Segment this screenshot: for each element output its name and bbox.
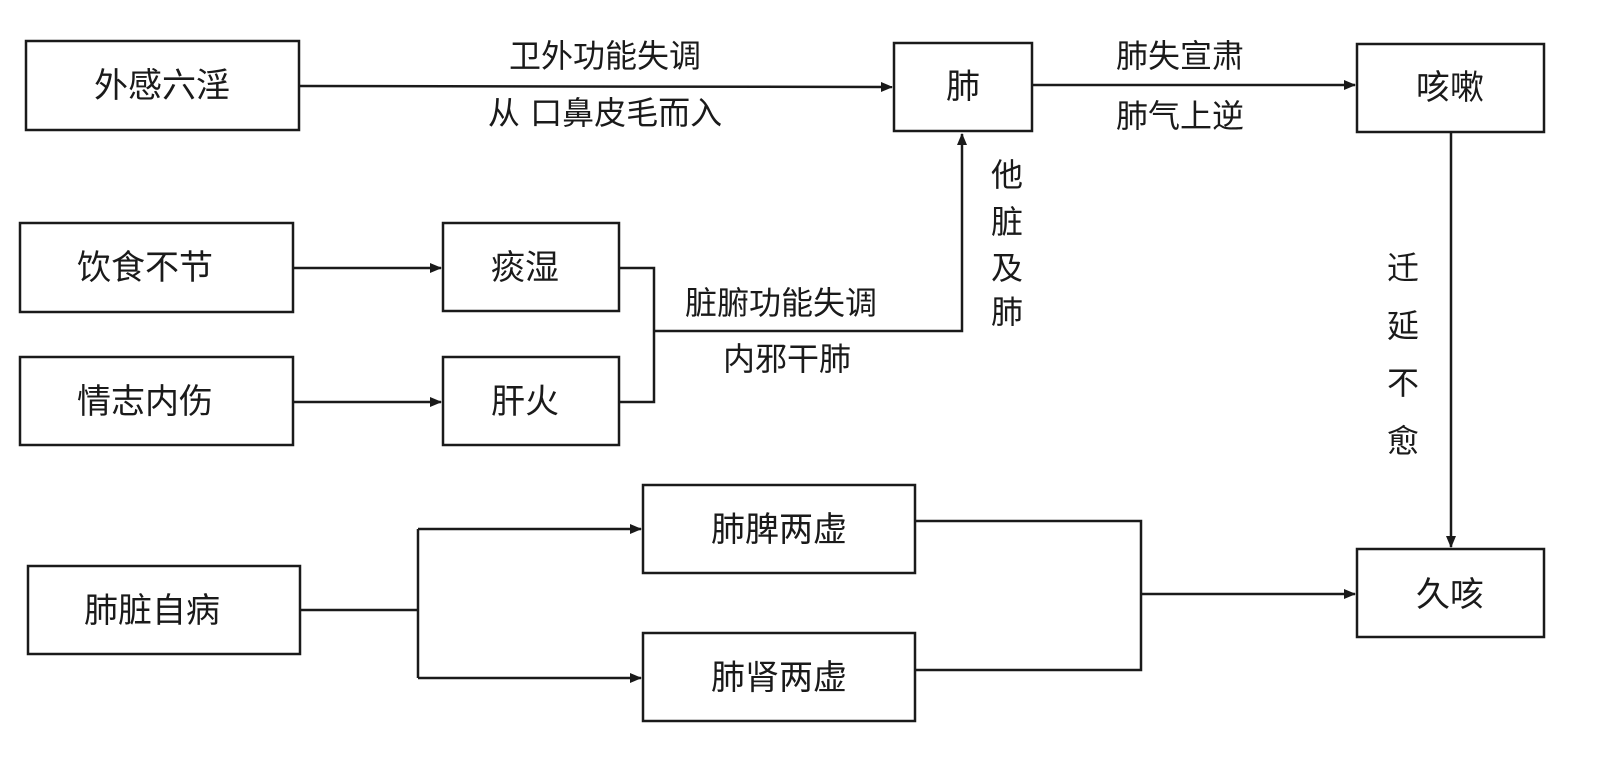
edge-feipi-feishen-merge <box>916 519 1143 672</box>
node-feipi-label: 肺脾两虚 <box>711 510 847 550</box>
node-waigan: 外感六淫 <box>24 39 301 132</box>
label-qianyan-char: 不 <box>1387 364 1419 402</box>
label-feishi: 肺失宣肃 <box>1116 37 1244 75</box>
label-tazang-char: 脏 <box>991 203 1023 241</box>
label-neixie: 内邪干肺 <box>723 340 851 378</box>
node-ganhuo: 肝火 <box>441 355 621 447</box>
label-tazang: 他 脏 及 肺 <box>991 156 1023 331</box>
node-feipi: 肺脾两虚 <box>641 483 917 575</box>
node-yinshi: 饮食不节 <box>18 221 295 314</box>
label-tazang-char: 肺 <box>991 293 1023 331</box>
label-qianyan: 迁 延 不 愈 <box>1387 249 1419 460</box>
node-tanshi: 痰湿 <box>441 221 621 313</box>
node-qingzhi-label: 情志内伤 <box>77 382 213 422</box>
node-fei-label: 肺 <box>946 67 980 107</box>
node-feishen-label: 肺肾两虚 <box>711 658 847 698</box>
node-waigan-label: 外感六淫 <box>94 66 230 106</box>
node-qingzhi: 情志内伤 <box>18 355 295 447</box>
node-jiuke: 久咳 <box>1355 547 1546 639</box>
label-tazang-char: 及 <box>991 249 1023 287</box>
label-zangfu: 脏腑功能失调 <box>685 284 877 322</box>
node-feizang-label: 肺脏自病 <box>84 591 220 631</box>
label-qianyan-char: 迁 <box>1387 249 1419 287</box>
label-weiwai: 卫外功能失调 <box>509 37 701 75</box>
node-kesou: 咳嗽 <box>1355 42 1546 134</box>
node-feishen: 肺肾两虚 <box>641 631 917 723</box>
edge-tanshi-ganhuo-merge <box>620 266 656 404</box>
node-feizang: 肺脏自病 <box>26 564 302 656</box>
label-tazang-char: 他 <box>991 156 1023 194</box>
node-yinshi-label: 饮食不节 <box>77 248 213 288</box>
node-jiuke-label: 久咳 <box>1416 575 1484 615</box>
node-tanshi-label: 痰湿 <box>491 248 559 288</box>
node-ganhuo-label: 肝火 <box>491 382 559 422</box>
edge-zangfu-to-fei <box>654 133 967 333</box>
node-kesou-label: 咳嗽 <box>1416 68 1484 108</box>
label-qianyan-char: 延 <box>1387 307 1419 345</box>
label-feiqi: 肺气上逆 <box>1116 97 1244 135</box>
edge-waigan-to-fei <box>299 81 893 92</box>
label-congkou: 从 口鼻皮毛而入 <box>488 94 722 132</box>
label-qianyan-char: 愈 <box>1387 422 1419 460</box>
node-fei: 肺 <box>892 41 1034 133</box>
